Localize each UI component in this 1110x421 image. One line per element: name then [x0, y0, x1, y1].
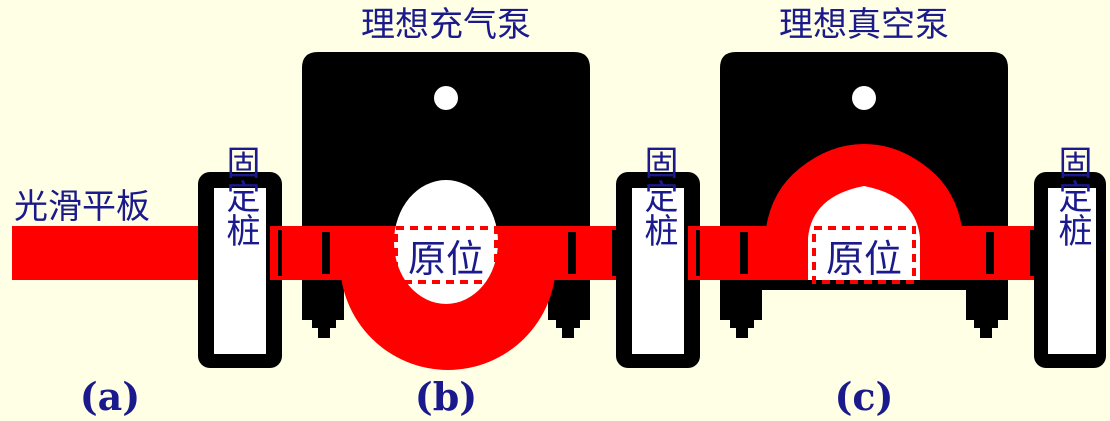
plate-c-mark-1	[696, 230, 700, 276]
pump-c-screw-right-foot	[980, 328, 992, 338]
fixed-post-1-panel	[214, 188, 266, 354]
pump-b-title: 理想充气泵	[361, 5, 531, 45]
fixed-post-3: 固定桩	[1034, 145, 1106, 368]
plate-b-mark-3	[568, 232, 576, 274]
plate-b-mark-2	[322, 232, 330, 274]
panel-b-label: (b)	[415, 374, 478, 419]
plate-label: 光滑平板	[14, 187, 150, 227]
plate-c-mark-3	[986, 232, 994, 274]
pump-c-screw-left-foot	[736, 328, 748, 338]
fixed-post-3-label: 固定桩	[1052, 145, 1092, 247]
pump-b-screw-left-foot	[318, 328, 330, 338]
inflation-pump: 原位	[270, 52, 626, 370]
pump-b-cavity	[394, 180, 498, 304]
panel-a-label: (a)	[80, 374, 141, 419]
pump-c-screw-left	[730, 320, 754, 328]
plate-c-mark-4	[1030, 230, 1034, 276]
fixed-post-1-label: 固定桩	[220, 145, 260, 247]
pump-c-cavity	[808, 186, 920, 280]
origin-outline-b	[394, 226, 498, 284]
plate-b-mark-1	[278, 230, 282, 276]
plate-a	[12, 226, 204, 280]
pump-c-port	[852, 86, 876, 110]
origin-label-c: 原位	[826, 237, 902, 281]
fixed-post-2-label: 固定桩	[638, 145, 678, 247]
pump-b-screw-right-foot	[562, 328, 574, 338]
panel-c-label: (c)	[834, 374, 893, 419]
pump-b-screw-left	[312, 320, 336, 328]
pump-b-screw-right	[556, 320, 580, 328]
fixed-post-2-panel	[632, 188, 684, 354]
pump-c-screw-right	[974, 320, 998, 328]
plate-b-mark-4	[612, 230, 616, 276]
fixed-post-1: 固定桩	[198, 145, 282, 368]
vacuum-pump: 原位	[688, 52, 1044, 338]
fixed-post-3-panel	[1048, 188, 1096, 354]
fixed-post-2: 固定桩	[616, 145, 700, 368]
pump-b-port	[434, 86, 458, 110]
origin-outline-c	[812, 226, 916, 284]
pump-c-title: 理想真空泵	[779, 5, 949, 45]
plate-c-mark-2	[740, 232, 748, 274]
origin-label-b: 原位	[408, 237, 484, 281]
